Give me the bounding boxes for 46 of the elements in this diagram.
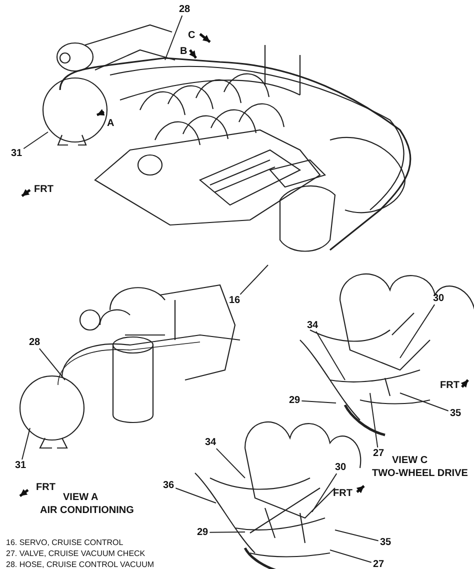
view-title: VIEW A xyxy=(63,492,98,503)
legend-entry: 27. VALVE, CRUISE VACUUM CHECK xyxy=(6,548,146,559)
leader-line xyxy=(316,331,346,380)
callout-number: 30 xyxy=(432,293,446,304)
leader-line xyxy=(370,392,378,448)
callout-number: 28 xyxy=(178,4,192,15)
leader-line xyxy=(216,448,246,478)
leader-line xyxy=(23,132,48,150)
view-letter: A xyxy=(107,118,114,129)
leader-line xyxy=(38,348,66,380)
direction-label: FRT xyxy=(333,488,352,499)
legend-entry: 28. HOSE, CRUISE CONTROL VACUUM xyxy=(6,559,154,569)
leader-line xyxy=(301,400,336,404)
callout-number: 28 xyxy=(28,337,42,348)
leader-line xyxy=(334,530,379,542)
callout-number: 35 xyxy=(449,408,462,419)
view-letter: B xyxy=(180,46,188,57)
leader-line xyxy=(209,532,246,533)
callout-number: 35 xyxy=(379,537,392,548)
leader-line xyxy=(175,488,216,504)
direction-label: FRT xyxy=(440,380,460,391)
leader-line xyxy=(400,392,449,412)
view-subtitle: AIR CONDITIONING xyxy=(40,505,134,516)
callout-number: 27 xyxy=(372,559,386,569)
leader-line xyxy=(400,304,436,358)
callout-number: 31 xyxy=(14,460,28,471)
direction-label: FRT xyxy=(34,184,54,195)
leader-line xyxy=(164,15,183,60)
callout-number: 29 xyxy=(196,527,210,538)
view-letter: C xyxy=(188,30,196,41)
callout-number: 27 xyxy=(372,448,386,459)
view-subtitle: TWO-WHEEL DRIVE xyxy=(372,468,468,479)
callout-number: 36 xyxy=(162,480,176,491)
callout-number: 16 xyxy=(228,295,242,306)
callout-number: 34 xyxy=(306,320,320,331)
leader-line xyxy=(240,264,268,295)
legend-entry: 16. SERVO, CRUISE CONTROL xyxy=(6,537,124,548)
callout-number: 29 xyxy=(288,395,302,406)
leader-line xyxy=(312,473,338,512)
leader-line xyxy=(330,550,372,563)
callout-number: 30 xyxy=(334,462,348,473)
leader-line xyxy=(22,428,30,460)
callout-number: 31 xyxy=(10,148,24,159)
direction-label: FRT xyxy=(36,482,56,493)
view-title: VIEW C xyxy=(392,455,428,466)
callout-number: 34 xyxy=(204,437,218,448)
